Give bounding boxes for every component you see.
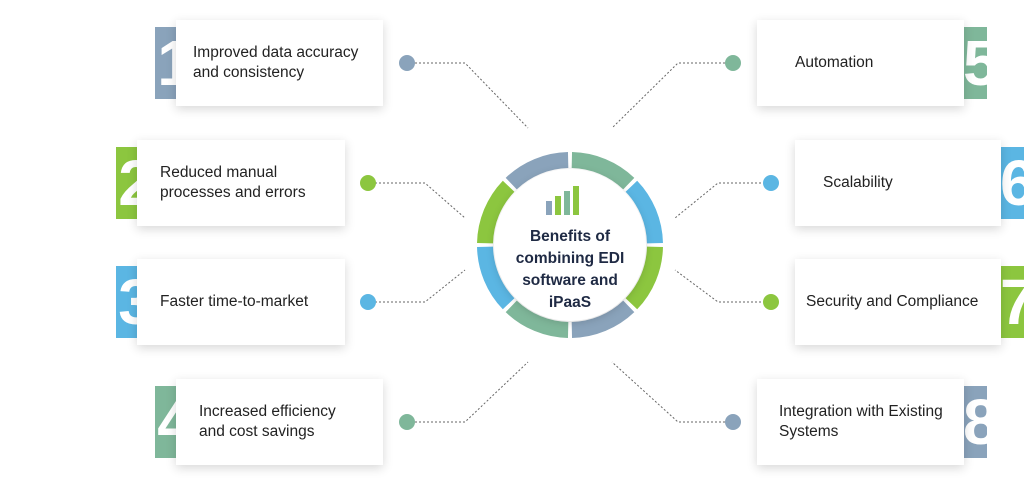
benefit-6-label: Scalability	[823, 174, 893, 191]
ring-segment-4	[571, 300, 635, 338]
connector-2	[375, 182, 466, 219]
benefit-6-number-tab: 6	[1000, 147, 1024, 219]
ring-segment-3	[625, 246, 663, 310]
benefit-3-label: Faster time-to-market	[160, 293, 309, 310]
connector-8	[611, 361, 725, 423]
benefit-7-label: Security and Compliance	[806, 293, 979, 310]
benefit-5-dot	[725, 55, 741, 71]
benefit-5-number-tab: 5	[963, 27, 987, 99]
benefit-5-label: Automation	[795, 54, 874, 71]
ring-segment-6	[477, 246, 515, 310]
ring-segment-2	[625, 180, 663, 244]
benefit-6-card: Scalability	[795, 140, 1001, 226]
benefit-5-card: Automation	[757, 20, 964, 106]
center-disc	[494, 169, 646, 321]
benefit-4-dot	[399, 414, 415, 430]
benefit-3-dot	[360, 294, 376, 310]
benefit-7-number-tab: 7	[1000, 266, 1024, 338]
center-title-line-3: software and	[522, 272, 618, 289]
center-title-line-1: Benefits of	[529, 228, 611, 245]
center-title-block: Benefits of combining EDI software and i…	[500, 160, 640, 314]
center-title-line-2: combining EDI	[515, 250, 625, 267]
benefit-7-card: Security and Compliance	[795, 259, 1001, 345]
benefit-8-dot	[725, 414, 741, 430]
benefit-2-dot	[360, 175, 376, 191]
connector-4	[415, 361, 529, 423]
benefits-ring	[477, 152, 663, 338]
connector-1	[415, 62, 529, 129]
connector-6	[674, 182, 765, 219]
center-title-line-4: iPaaS	[548, 294, 592, 311]
ring-segment-5	[505, 300, 569, 338]
ring-segment-1	[571, 152, 635, 190]
connector-5	[611, 62, 725, 129]
connector-7	[674, 269, 765, 303]
bar-chart-icon	[546, 186, 579, 215]
benefit-7-dot	[763, 294, 779, 310]
benefit-6-dot	[763, 175, 779, 191]
benefit-8-number-tab: 8	[963, 386, 987, 458]
benefit-3-card: Faster time-to-market	[137, 259, 345, 345]
ring-segment-7	[477, 180, 515, 244]
benefit-1-dot	[399, 55, 415, 71]
connector-3	[375, 269, 466, 303]
ring-segment-8	[505, 152, 569, 190]
